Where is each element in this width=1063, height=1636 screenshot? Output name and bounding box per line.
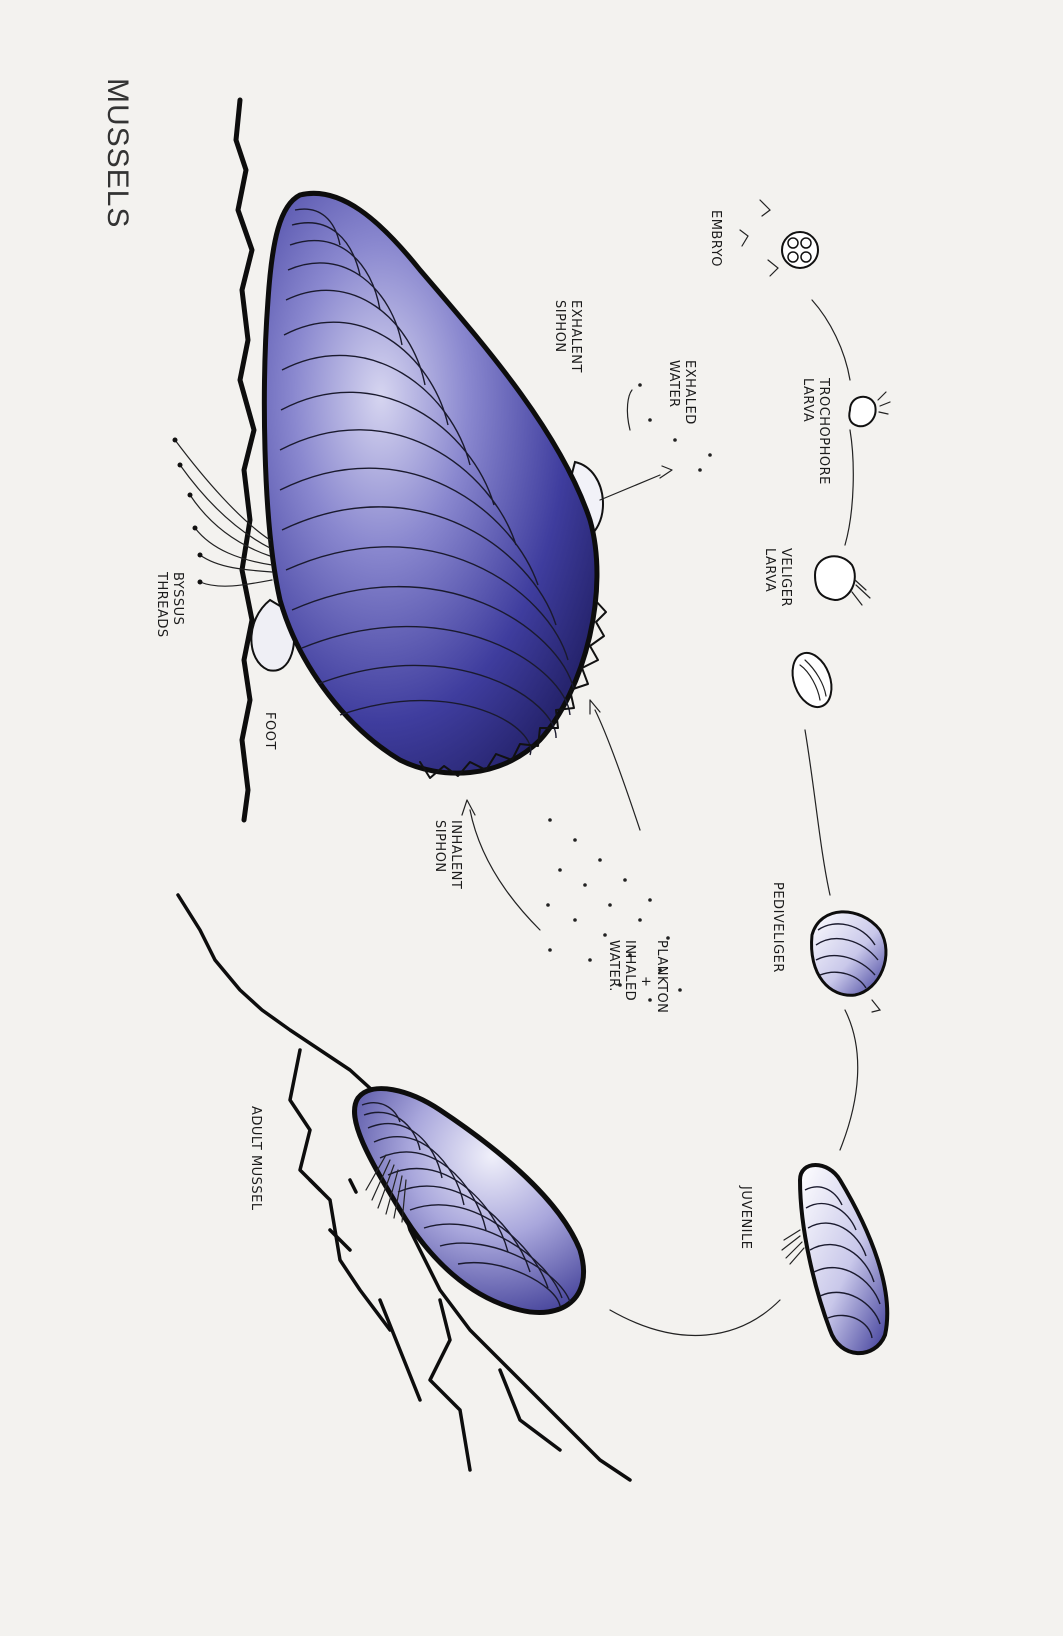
label-byssus-line2: THREADS [154,571,169,638]
label-byssus-line1: BYSSUS [170,572,185,625]
large-mussel-shell [264,193,597,773]
label-inhalent-line2: SIPHON [432,820,447,873]
label-plankton-line4: WATER. [606,940,621,992]
adult-mussel-shell [354,1089,583,1313]
early-shell-stage [786,648,839,713]
label-exhaled-line1: EXHALED [682,360,697,425]
page-title: MUSSELS [101,78,134,228]
adult-mussel [354,1089,583,1313]
pediveliger [812,912,886,1012]
label-juvenile: JUVENILE [738,1185,753,1249]
byssus-threads [173,438,273,587]
veliger-larva [815,556,870,605]
label-pediveliger: PEDIVELIGER [770,882,785,973]
label-inhalent-line1: INHALENT [448,820,463,889]
label-adult-mussel: ADULT MUSSEL [248,1106,263,1211]
label-exhalent-line1: EXHALENT [568,300,583,373]
label-plankton-line1: PLANKTON [654,940,669,1013]
label-embryo: EMBRYO [708,210,723,267]
embryo [740,200,818,276]
trochophore-larva [849,392,890,426]
label-exhalent-line2: SIPHON [552,300,567,353]
label-exhaled-line2: WATER [666,360,681,408]
label-trochophore-line2: LARVA [800,378,815,422]
rock-surface-upper [236,100,254,820]
label-trochophore-line1: TROCHOPHORE [816,377,831,485]
juvenile [782,1165,887,1353]
label-veliger-line2: LARVA [762,548,777,592]
label-plankton-line3: INHALED [622,940,637,1001]
label-foot: FOOT [262,712,277,750]
label-plankton-line2: + [638,976,653,987]
large-mussel [251,193,606,778]
label-veliger-line1: VELIGER [778,548,793,607]
